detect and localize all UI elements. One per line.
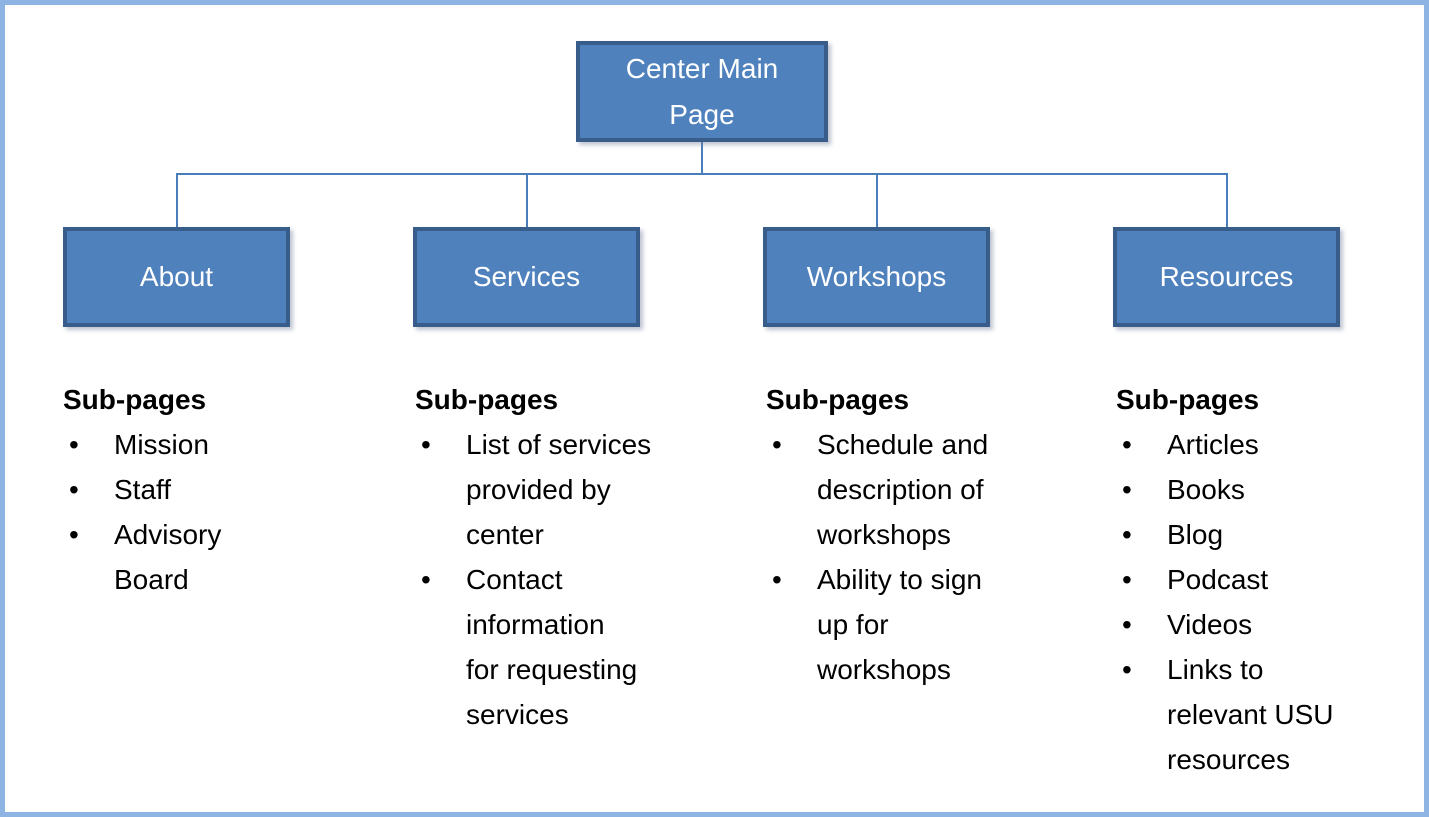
subpage-item: Schedule and description of workshops — [766, 422, 1086, 557]
subpage-item: List of services provided by center — [415, 422, 735, 557]
connector-drop-about — [176, 175, 178, 227]
connector-horizontal-bar — [176, 173, 1228, 175]
node-label: Services — [472, 261, 581, 292]
node-label: Workshops — [806, 261, 947, 292]
subpage-item: Links to relevant USU resources — [1116, 647, 1424, 782]
subpages-heading: Sub-pages — [766, 384, 910, 415]
subpage-item: Books — [1116, 467, 1424, 512]
subpages-heading: Sub-pages — [1116, 384, 1260, 415]
subpages-heading: Sub-pages — [415, 384, 559, 415]
node-resources: Resources — [1113, 227, 1340, 327]
subpages-items: List of services provided by center Cont… — [415, 422, 735, 737]
subpages-list-services: Sub-pages List of services provided by c… — [415, 377, 735, 737]
subpages-items: Articles Books Blog Podcast Videos Links… — [1116, 422, 1424, 782]
subpage-item: Advisory Board — [63, 512, 383, 602]
subpage-item: Articles — [1116, 422, 1424, 467]
node-center-main-page: Center Main Page — [576, 41, 828, 142]
subpages-list-about: Sub-pages Mission Staff Advisory Board — [63, 377, 383, 602]
node-label: About — [139, 261, 214, 292]
subpages-items: Mission Staff Advisory Board — [63, 422, 383, 602]
subpages-list-workshops: Sub-pages Schedule and description of wo… — [766, 377, 1086, 692]
subpages-list-resources: Sub-pages Articles Books Blog Podcast Vi… — [1116, 377, 1424, 782]
node-label: Resources — [1159, 261, 1294, 292]
subpage-item: Videos — [1116, 602, 1424, 647]
connector-drop-resources — [1226, 175, 1228, 227]
node-label: Center Main Page — [625, 52, 779, 130]
connector-root-stem — [701, 142, 703, 175]
subpage-item: Podcast — [1116, 557, 1424, 602]
subpage-item: Ability to sign up for workshops — [766, 557, 1086, 692]
node-workshops: Workshops — [763, 227, 990, 327]
subpages-items: Schedule and description of workshops Ab… — [766, 422, 1086, 692]
subpage-item: Blog — [1116, 512, 1424, 557]
node-about: About — [63, 227, 290, 327]
subpage-item: Staff — [63, 467, 383, 512]
subpage-item: Mission — [63, 422, 383, 467]
subpages-heading: Sub-pages — [63, 384, 207, 415]
connector-drop-services — [526, 175, 528, 227]
subpage-item: Contact information for requesting servi… — [415, 557, 735, 737]
connector-drop-workshops — [876, 175, 878, 227]
node-services: Services — [413, 227, 640, 327]
